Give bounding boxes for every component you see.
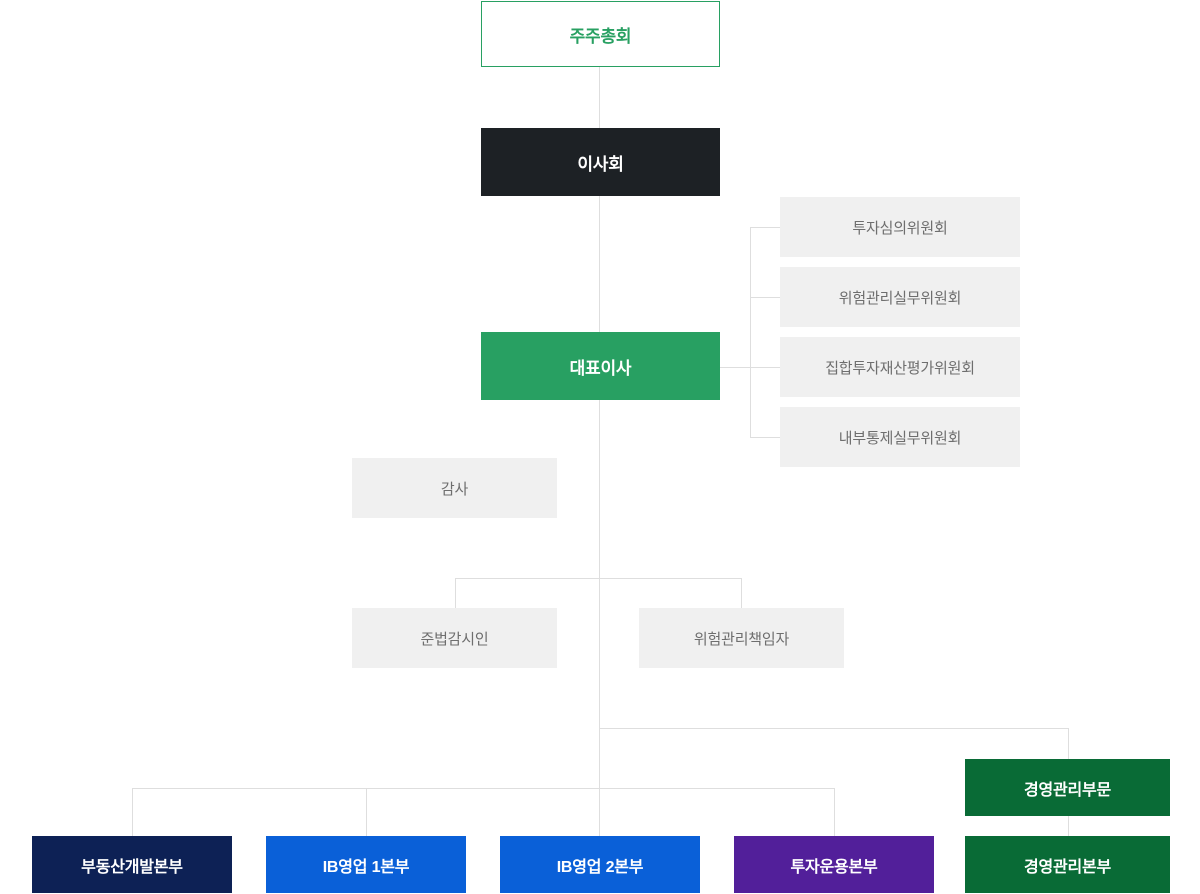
node-shareholders-meeting: 주주총회 xyxy=(481,1,720,67)
node-management-hq: 경영관리본부 xyxy=(965,836,1170,893)
node-label: 주주총회 xyxy=(569,26,632,46)
node-collective-investment-valuation-committee: 집합투자재산평가위원회 xyxy=(780,337,1020,397)
connector-ceo-committees xyxy=(720,367,750,368)
node-label: 내부통제실무위원회 xyxy=(838,429,962,447)
connector-bottom-branch xyxy=(132,788,834,789)
node-risk-management-officer: 위험관리책임자 xyxy=(639,608,844,668)
connector-committee-spine xyxy=(750,227,751,437)
connector-compliance-stub xyxy=(455,578,456,608)
node-risk-management-working-committee: 위험관리실무위원회 xyxy=(780,267,1020,327)
connector-board-ceo xyxy=(599,196,600,332)
node-label: 부동산개발본부 xyxy=(81,858,183,876)
node-label: 감사 xyxy=(440,480,469,498)
node-label: 경영관리부문 xyxy=(1023,781,1112,799)
node-real-estate-development-hq: 부동산개발본부 xyxy=(32,836,232,893)
node-label: 집합투자재산평가위원회 xyxy=(825,359,975,377)
connector-shareholders-board xyxy=(599,67,600,128)
node-label: 이사회 xyxy=(577,154,624,174)
node-management-division: 경영관리부문 xyxy=(965,759,1170,816)
connector-officers-branch xyxy=(455,578,741,579)
node-ib-sales-2-hq: IB영업 2본부 xyxy=(500,836,700,893)
connector-ceo-trunk xyxy=(599,400,600,836)
connector-committee-stub-1 xyxy=(750,227,780,228)
node-label: 위험관리실무위원회 xyxy=(838,289,962,307)
node-label: 대표이사 xyxy=(569,358,632,378)
node-investment-deliberation-committee: 투자심의위원회 xyxy=(780,197,1020,257)
node-label: 위험관리책임자 xyxy=(693,630,790,648)
connector-investment-stub xyxy=(834,788,835,836)
node-label: 준법감시인 xyxy=(420,630,489,648)
node-label: 투자운용본부 xyxy=(790,858,878,876)
connector-risk-officer-stub xyxy=(741,578,742,608)
node-investment-management-hq: 투자운용본부 xyxy=(734,836,934,893)
node-ib-sales-1-hq: IB영업 1본부 xyxy=(266,836,466,893)
connector-mgmt-division-stub xyxy=(1068,728,1069,759)
connector-committee-stub-2 xyxy=(750,297,780,298)
connector-committee-stub-3 xyxy=(750,367,780,368)
node-compliance-officer: 준법감시인 xyxy=(352,608,557,668)
node-ceo: 대표이사 xyxy=(481,332,720,400)
node-label: 투자심의위원회 xyxy=(852,219,948,237)
connector-mgmt-division-hq xyxy=(1068,816,1069,836)
node-audit: 감사 xyxy=(352,458,557,518)
node-label: 경영관리본부 xyxy=(1023,858,1112,876)
node-board-of-directors: 이사회 xyxy=(481,128,720,196)
node-internal-control-working-committee: 내부통제실무위원회 xyxy=(780,407,1020,467)
connector-ib1-stub xyxy=(366,788,367,836)
node-label: IB영업 1본부 xyxy=(322,858,410,876)
connector-real-estate-stub xyxy=(132,788,133,836)
connector-committee-stub-4 xyxy=(750,437,780,438)
connector-mgmt-division-branch xyxy=(599,728,1068,729)
node-label: IB영업 2본부 xyxy=(556,858,644,876)
